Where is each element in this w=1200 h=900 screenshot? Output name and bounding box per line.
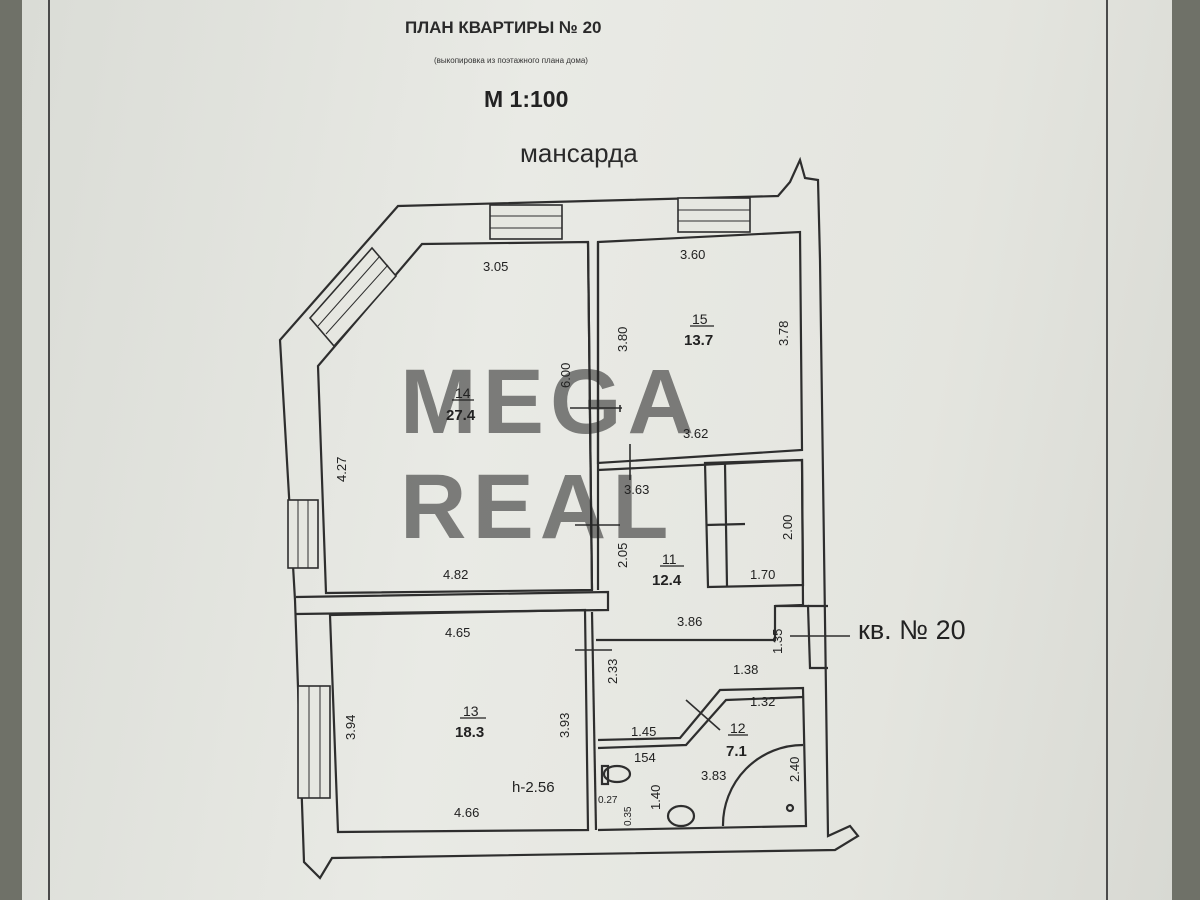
- room-11-area: 12.4: [652, 572, 682, 589]
- floor-label: мансарда: [520, 138, 638, 168]
- dim-label: 1.38: [733, 662, 758, 677]
- dim-label: 1.45: [631, 724, 656, 739]
- room-11-number: 11: [662, 551, 677, 567]
- drain: [785, 803, 795, 813]
- room-13-number: 13: [463, 703, 479, 719]
- room-14-area: 27.4: [446, 407, 476, 424]
- wardrobe-divider: [705, 463, 746, 587]
- window-left-2: [297, 685, 331, 799]
- watermark-line-2: REAL: [400, 456, 674, 558]
- room-15-area: 13.7: [684, 332, 713, 349]
- dim-label: 4.27: [334, 457, 349, 482]
- sink: [666, 804, 696, 828]
- plan-scale: М 1:100: [484, 86, 569, 112]
- drawing-frame: [48, 0, 1108, 900]
- window-top-2: [677, 197, 751, 233]
- wardrobe-outline: [703, 458, 805, 589]
- dim-label: 2.33: [605, 659, 620, 684]
- dim-label: h-2.56: [512, 779, 555, 796]
- dim-label: 0.35: [623, 806, 634, 826]
- dim-label: 3.63: [624, 482, 649, 497]
- room-14-number: 14: [455, 385, 471, 401]
- dim-label: 2.00: [780, 515, 795, 540]
- plan-subtitle: (выкопировка из поэтажного плана дома): [434, 56, 588, 65]
- entry-wall: [775, 604, 828, 670]
- dim-label: 154: [634, 750, 656, 765]
- wall-partition-2: [586, 241, 594, 591]
- dim-label: 3.94: [343, 715, 358, 740]
- dim-label: 3.62: [683, 426, 708, 441]
- dim-label: 3.86: [677, 614, 702, 629]
- dim-label: 3.83: [701, 768, 726, 783]
- room-12-number: 12: [730, 720, 746, 736]
- dim-label: 1.32: [750, 694, 775, 709]
- window-diagonal: [308, 246, 398, 348]
- wall-partition: [590, 611, 598, 831]
- apartment-label: кв. № 20: [858, 615, 966, 645]
- dim-label: 4.65: [445, 625, 470, 640]
- dim-label: 2.40: [787, 757, 802, 782]
- plan-title: ПЛАН КВАРТИРЫ № 20: [405, 18, 602, 37]
- room-13-area: 18.3: [455, 724, 484, 741]
- dim-label: 1.40: [648, 785, 663, 810]
- dim-label: 6.00: [558, 363, 573, 388]
- window-top-1: [489, 204, 563, 240]
- watermark-line-1: MEGA: [400, 351, 700, 453]
- wall-stub: [295, 590, 610, 616]
- window-left-1: [287, 499, 319, 569]
- toilet-tank: [600, 764, 610, 786]
- bath-wall-2: [597, 695, 804, 750]
- room-15-number: 15: [692, 311, 708, 327]
- room-12-outline: [597, 686, 808, 832]
- dim-label: 4.82: [443, 567, 468, 582]
- dim-label: 3.05: [483, 259, 508, 274]
- dim-label: 1.70: [750, 567, 775, 582]
- door-swing: [721, 743, 804, 827]
- dim-label: 3.78: [776, 321, 791, 346]
- dim-label: 3.60: [680, 247, 705, 262]
- dim-label: 4.66: [454, 805, 479, 820]
- dim-label: 0.27: [598, 795, 618, 806]
- dim-label: 3.93: [557, 713, 572, 738]
- dim-label: 3.80: [615, 327, 630, 352]
- room-12-area: 7.1: [726, 743, 747, 760]
- dim-label: 2.05: [615, 543, 630, 568]
- dim-label: 1.35: [770, 629, 785, 654]
- toilet-bowl: [602, 764, 632, 784]
